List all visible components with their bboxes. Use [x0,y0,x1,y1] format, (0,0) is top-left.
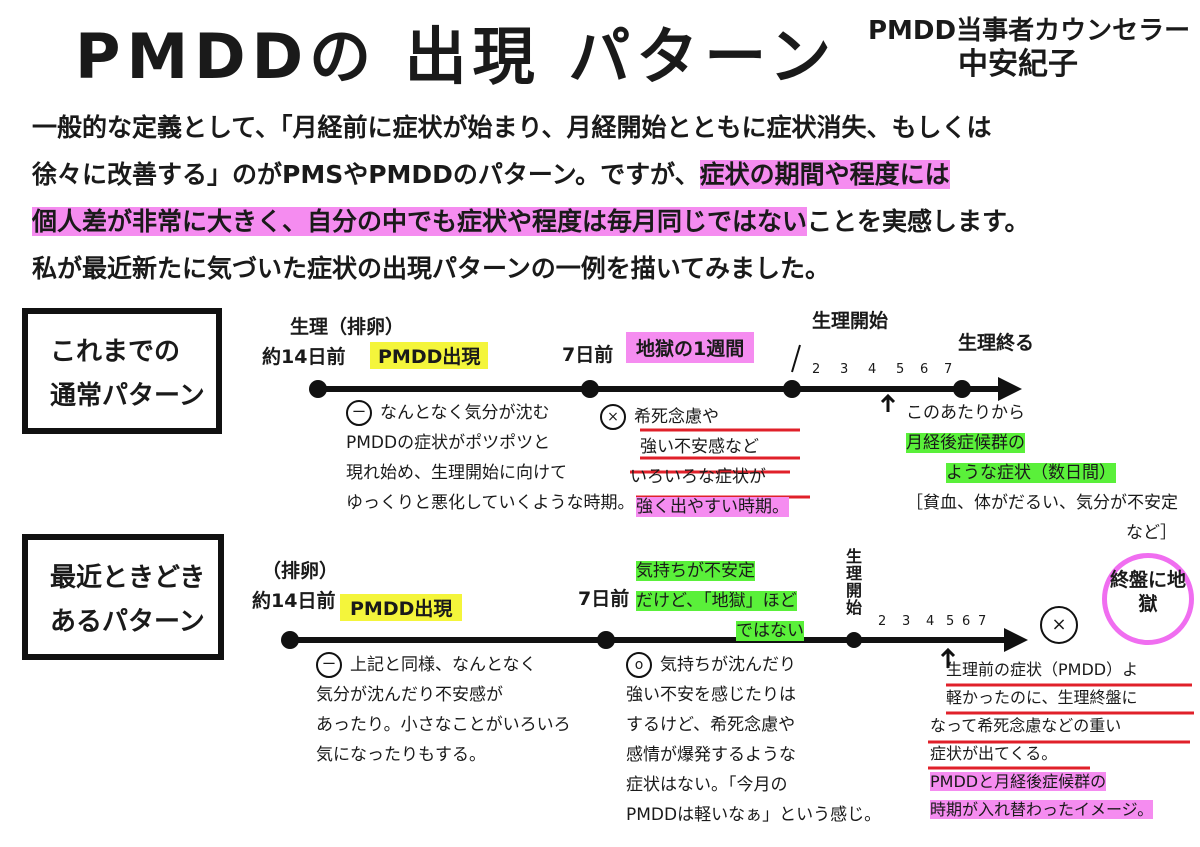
timeline-1-dot-start [783,380,801,398]
author-role: PMDD当事者カウンセラー [868,16,1191,46]
p2-pmdd-onset: PMDD出現 [340,594,463,621]
hell-bubble: 終盤に地獄 [1102,553,1194,645]
crying-face-icon: × [1040,606,1078,644]
crying-face-icon: × [600,404,626,430]
p1-note-early: ーなんとなく気分が沈む PMDDの症状がポツポツと 現れ始め、生理開始に向けて … [346,398,635,518]
author-block: PMDD当事者カウンセラー 中安紀子 [868,14,1190,82]
p1-note-mid: ×希死念慮や 強い不安感など いろいろな症状が 強く出やすい時期。 [600,402,789,522]
intro-line-2: 徐々に改善する」のがPMSやPMDDのパターン。ですが、症状の期間や程度には [32,160,950,189]
neutral-face-icon: ー [346,400,372,426]
p1-pmdd-onset: PMDD出現 [370,342,489,369]
start-pointer [791,344,801,373]
timeline-2 [281,628,1028,668]
intro-line-1: 一般的な定義として、「月経前に症状が始まり、月経開始とともに症状消失、もしくは [32,113,992,142]
page-title: PMDDの 出現 パターン [75,20,838,93]
pattern2-box: 最近ときどき あるパターン [22,534,224,660]
neutral-face-icon: ー [316,652,342,678]
p1-period-start: 生理開始 [812,310,889,332]
author-name: 中安紀子 [958,47,1078,82]
p2-mood: 気持ちが不安定 だけど、「地獄」ほど ではない [636,561,804,641]
p2-note-post: 生理前の症状（PMDD）よ 軽かったのに、生理終盤に なって希死念慮などの重い … [930,660,1154,819]
intro-line-4: 私が最近新たに気づいた症状の出現パターンの一例を描いてみました。 [32,254,831,283]
sad-face-icon: o [626,652,652,678]
intro-line-3: 個人差が非常に大きく、自分の中でも症状や程度は毎月同じではないことを実感します。 [32,207,1030,236]
timeline-1-arrowhead [998,377,1022,401]
timeline-1-dot-day14 [309,380,327,398]
p2-day7-label: 7日前 [578,588,630,610]
p2-ovulation-label: （排卵） [262,560,339,582]
p2-period-start: 生理開始 [846,547,863,617]
p2-note-early: ー上記と同様、なんとなく 気分が沈んだり不安感が あったり。小さなことがいろいろ… [316,650,571,770]
timeline-2-dot-day14 [281,631,299,649]
timeline-1-dot-day7 [581,380,599,398]
p2-day14-label: 約14日前 [252,590,336,612]
highlight-pink: 症状の期間や程度には [699,160,950,189]
timeline-1 [309,344,1022,412]
p1-note-post: このあたりから 月経後症候群の ような症状（数日間） ［貧血、体がだるい、気分が… [906,403,1178,543]
pattern1-box: これまでの 通常パターン [22,308,222,434]
highlight-pink: 個人差が非常に大きく、自分の中でも症状や程度は毎月同じではない [32,207,808,236]
timeline-2-arrowhead [1004,628,1028,652]
p1-day7-label: 7日前 [562,344,614,366]
timeline-1-dot-end [953,380,971,398]
p1-period-end: 生理終る [958,332,1035,354]
p1-hell-week: 地獄の1週間 [626,332,755,363]
timeline-2-dot-day7 [597,631,615,649]
intro-paragraph: 一般的な定義として、「月経前に症状が始まり、月経開始とともに症状消失、もしくは … [32,104,1192,292]
timeline-2-dot-start [846,632,862,648]
p1-ovulation-label: 生理（排卵） [290,316,405,338]
p1-day14-label: 約14日前 [262,346,346,368]
